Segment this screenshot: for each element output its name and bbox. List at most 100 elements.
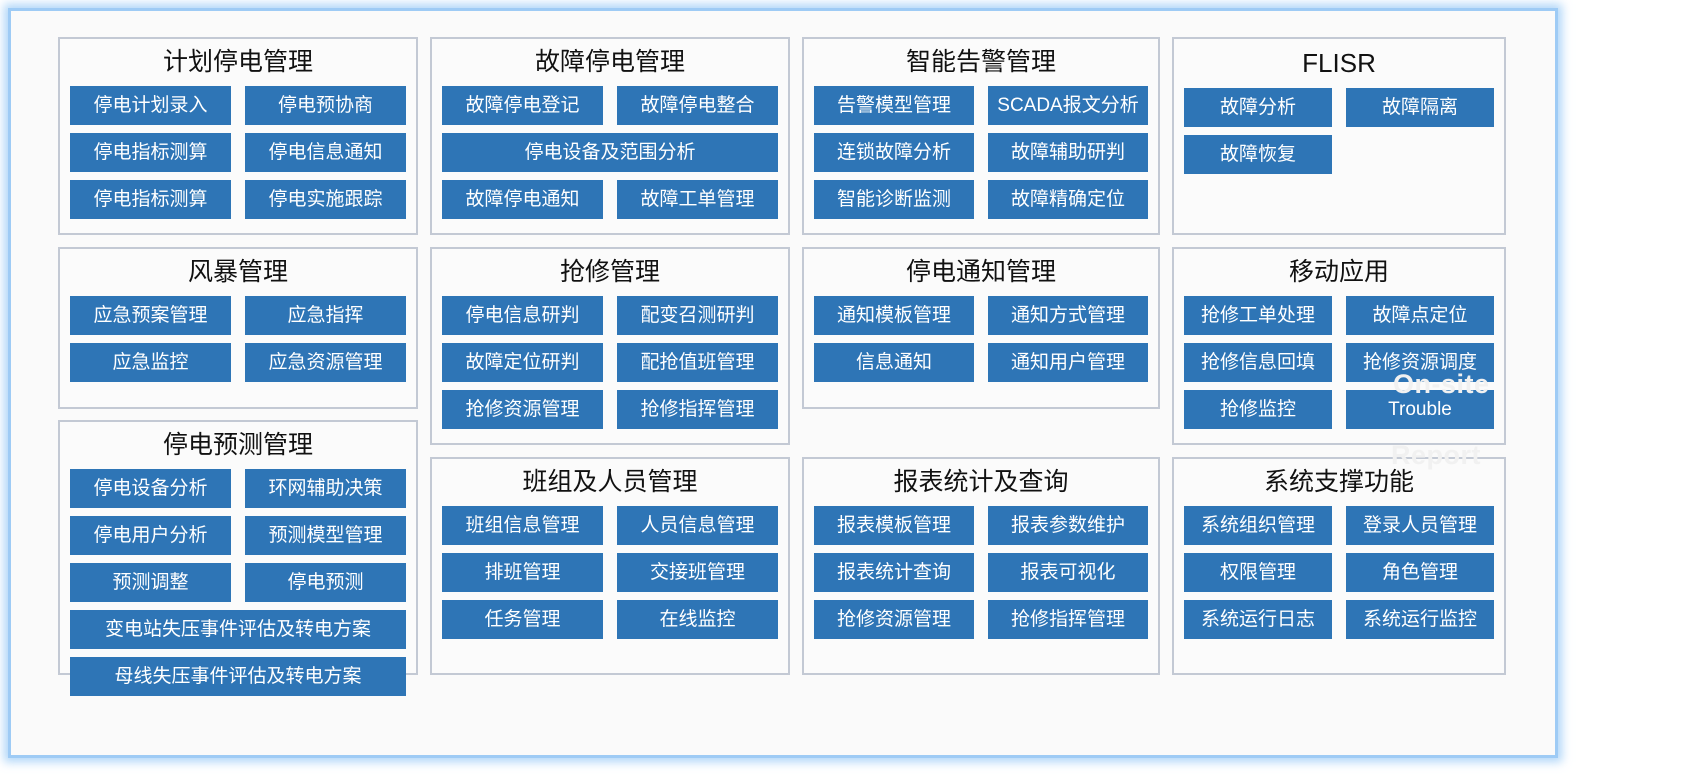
module-button[interactable]: 在线监控 bbox=[617, 600, 778, 640]
panel-storm: 风暴管理应急预案管理应急指挥应急监控应急资源管理 bbox=[58, 247, 418, 409]
module-button[interactable]: 故障停电通知 bbox=[442, 180, 603, 220]
module-button[interactable]: 预测调整 bbox=[70, 563, 231, 603]
button-grid: 通知模板管理通知方式管理信息通知通知用户管理 bbox=[814, 296, 1148, 383]
module-button[interactable]: 抢修资源管理 bbox=[814, 600, 974, 640]
module-button[interactable]: 报表统计查询 bbox=[814, 553, 974, 593]
module-button[interactable]: 应急预案管理 bbox=[70, 296, 231, 336]
module-button[interactable]: 抢修监控 bbox=[1184, 390, 1332, 430]
panel-title: 故障停电管理 bbox=[534, 48, 685, 76]
module-button[interactable]: 登录人员管理 bbox=[1346, 506, 1494, 546]
panel-flisr: FLISR 故障分析故障隔离故障恢复 bbox=[1172, 37, 1506, 235]
module-button[interactable]: 连锁故障分析 bbox=[814, 133, 974, 173]
button-grid: 故障停电登记故障停电整合停电设备及范围分析故障停电通知故障工单管理 bbox=[442, 86, 778, 220]
module-button[interactable]: 预测模型管理 bbox=[245, 516, 406, 556]
module-button[interactable]: 权限管理 bbox=[1184, 553, 1332, 593]
module-button[interactable]: 应急资源管理 bbox=[245, 343, 406, 383]
module-button[interactable]: 抢修资源管理 bbox=[442, 390, 603, 430]
panel-title: 停电预测管理 bbox=[162, 431, 313, 459]
module-button[interactable]: 变电站失压事件评估及转电方案 bbox=[70, 610, 406, 650]
button-grid: 系统组织管理登录人员管理权限管理角色管理系统运行日志系统运行监控 bbox=[1184, 506, 1494, 640]
module-button[interactable]: 报表可视化 bbox=[988, 553, 1148, 593]
panel-title: 移动应用 bbox=[1288, 258, 1389, 286]
application-frame: 计划停电管理停电计划录入停电预协商停电指标测算停电信息通知停电指标测算停电实施跟… bbox=[8, 8, 1558, 758]
module-button[interactable]: 排班管理 bbox=[442, 553, 603, 593]
module-button[interactable]: 通知模板管理 bbox=[814, 296, 974, 336]
module-button[interactable]: 智能诊断监测 bbox=[814, 180, 974, 220]
panel-title: 班组及人员管理 bbox=[522, 468, 698, 496]
module-button[interactable]: 报表模板管理 bbox=[814, 506, 974, 546]
module-button[interactable]: Trouble bbox=[1346, 390, 1494, 430]
module-button[interactable]: 角色管理 bbox=[1346, 553, 1494, 593]
panel-alarm: 智能告警管理告警模型管理 SCADA报文分析连锁故障分析故障辅助研判智能诊断监测故… bbox=[802, 37, 1160, 235]
module-button[interactable]: 应急监控 bbox=[70, 343, 231, 383]
module-button[interactable]: 停电用户分析 bbox=[70, 516, 231, 556]
module-button[interactable]: 停电设备分析 bbox=[70, 469, 231, 509]
module-button[interactable]: 报表参数维护 bbox=[988, 506, 1148, 546]
module-button[interactable]: 故障辅助研判 bbox=[988, 133, 1148, 173]
module-button[interactable]: 故障隔离 bbox=[1346, 87, 1494, 127]
panel-title: FLISR bbox=[1302, 48, 1376, 78]
module-button[interactable]: SCADA报文分析 bbox=[988, 86, 1148, 126]
button-grid: 停电设备分析环网辅助决策停电用户分析预测模型管理预测调整停电预测变电站失压事件评… bbox=[70, 469, 406, 697]
module-button[interactable]: 系统运行监控 bbox=[1346, 600, 1494, 640]
button-grid: 停电信息研判配变召测研判故障定位研判配抢值班管理抢修资源管理抢修指挥管理 bbox=[442, 296, 778, 430]
module-button[interactable]: 停电设备及范围分析 bbox=[442, 133, 778, 173]
module-button[interactable]: 信息通知 bbox=[814, 343, 974, 383]
panel-forecast: 停电预测管理停电设备分析环网辅助决策停电用户分析预测模型管理预测调整停电预测变电… bbox=[58, 420, 418, 697]
button-grid: 应急预案管理应急指挥应急监控应急资源管理 bbox=[70, 296, 406, 383]
module-button[interactable]: 系统运行日志 bbox=[1184, 600, 1332, 640]
module-button[interactable]: 停电预协商 bbox=[245, 86, 406, 126]
module-button[interactable]: 告警模型管理 bbox=[814, 86, 974, 126]
panel-planned: 计划停电管理停电计划录入停电预协商停电指标测算停电信息通知停电指标测算停电实施跟… bbox=[58, 37, 418, 235]
panel-fault: 故障停电管理故障停电登记故障停电整合停电设备及范围分析故障停电通知故障工单管理 bbox=[430, 37, 790, 235]
module-button[interactable]: 故障恢复 bbox=[1184, 134, 1332, 174]
module-button[interactable]: 系统组织管理 bbox=[1184, 506, 1332, 546]
module-button[interactable]: 故障定位研判 bbox=[442, 343, 603, 383]
module-button[interactable]: 故障停电整合 bbox=[617, 86, 778, 126]
panel-title: 智能告警管理 bbox=[905, 48, 1056, 76]
module-button[interactable]: 停电指标测算 bbox=[70, 133, 231, 173]
button-grid: 故障分析故障隔离故障恢复 bbox=[1184, 87, 1494, 174]
button-grid: 班组信息管理人员信息管理排班管理交接班管理任务管理在线监控 bbox=[442, 506, 778, 640]
panel-mobile: 移动应用抢修工单处理故障点定位抢修信息回填抢修资源调度抢修监控 Trouble bbox=[1172, 247, 1506, 445]
module-button[interactable]: 故障精确定位 bbox=[988, 180, 1148, 220]
module-button[interactable]: 人员信息管理 bbox=[617, 506, 778, 546]
module-button[interactable]: 停电预测 bbox=[245, 563, 406, 603]
module-button[interactable]: 抢修资源调度 bbox=[1346, 343, 1494, 383]
button-grid: 停电计划录入停电预协商停电指标测算停电信息通知停电指标测算停电实施跟踪 bbox=[70, 86, 406, 220]
button-grid: 告警模型管理 SCADA报文分析连锁故障分析故障辅助研判智能诊断监测故障精确定位 bbox=[814, 86, 1148, 220]
module-button[interactable]: 抢修指挥管理 bbox=[988, 600, 1148, 640]
panel-system: 系统支撑功能系统组织管理登录人员管理权限管理角色管理系统运行日志系统运行监控 bbox=[1172, 457, 1506, 675]
panel-title: 风暴管理 bbox=[187, 258, 288, 286]
module-button[interactable]: 母线失压事件评估及转电方案 bbox=[70, 657, 406, 697]
module-button[interactable]: 停电指标测算 bbox=[70, 180, 231, 220]
panel-title: 抢修管理 bbox=[559, 258, 660, 286]
panel-title: 计划停电管理 bbox=[162, 48, 313, 76]
panel-team: 班组及人员管理班组信息管理人员信息管理排班管理交接班管理任务管理在线监控 bbox=[430, 457, 790, 675]
module-button[interactable]: 停电信息研判 bbox=[442, 296, 603, 336]
module-button[interactable]: 故障分析 bbox=[1184, 87, 1332, 127]
module-button[interactable]: 故障停电登记 bbox=[442, 86, 603, 126]
panel-repair: 抢修管理停电信息研判配变召测研判故障定位研判配抢值班管理抢修资源管理抢修指挥管理 bbox=[430, 247, 790, 445]
button-grid: 报表模板管理报表参数维护报表统计查询报表可视化抢修资源管理抢修指挥管理 bbox=[814, 506, 1148, 640]
panel-notify: 停电通知管理通知模板管理通知方式管理信息通知通知用户管理 bbox=[802, 247, 1160, 409]
module-button[interactable]: 环网辅助决策 bbox=[245, 469, 406, 509]
module-button[interactable]: 配变召测研判 bbox=[617, 296, 778, 336]
module-button[interactable]: 任务管理 bbox=[442, 600, 603, 640]
module-button[interactable]: 停电计划录入 bbox=[70, 86, 231, 126]
module-button[interactable]: 应急指挥 bbox=[245, 296, 406, 336]
module-button[interactable]: 班组信息管理 bbox=[442, 506, 603, 546]
button-grid: 抢修工单处理故障点定位抢修信息回填抢修资源调度抢修监控 Trouble bbox=[1184, 296, 1494, 430]
module-button[interactable]: 故障工单管理 bbox=[617, 180, 778, 220]
module-button[interactable]: 停电实施跟踪 bbox=[245, 180, 406, 220]
module-button[interactable]: 通知方式管理 bbox=[988, 296, 1148, 336]
module-button[interactable]: 交接班管理 bbox=[617, 553, 778, 593]
module-button[interactable]: 通知用户管理 bbox=[988, 343, 1148, 383]
panel-report: 报表统计及查询报表模板管理报表参数维护报表统计查询报表可视化抢修资源管理抢修指挥… bbox=[802, 457, 1160, 675]
module-button[interactable]: 抢修信息回填 bbox=[1184, 343, 1332, 383]
module-button[interactable]: 配抢值班管理 bbox=[617, 343, 778, 383]
module-button[interactable]: 故障点定位 bbox=[1346, 296, 1494, 336]
module-button[interactable]: 抢修工单处理 bbox=[1184, 296, 1332, 336]
module-button[interactable]: 停电信息通知 bbox=[245, 133, 406, 173]
module-button[interactable]: 抢修指挥管理 bbox=[617, 390, 778, 430]
